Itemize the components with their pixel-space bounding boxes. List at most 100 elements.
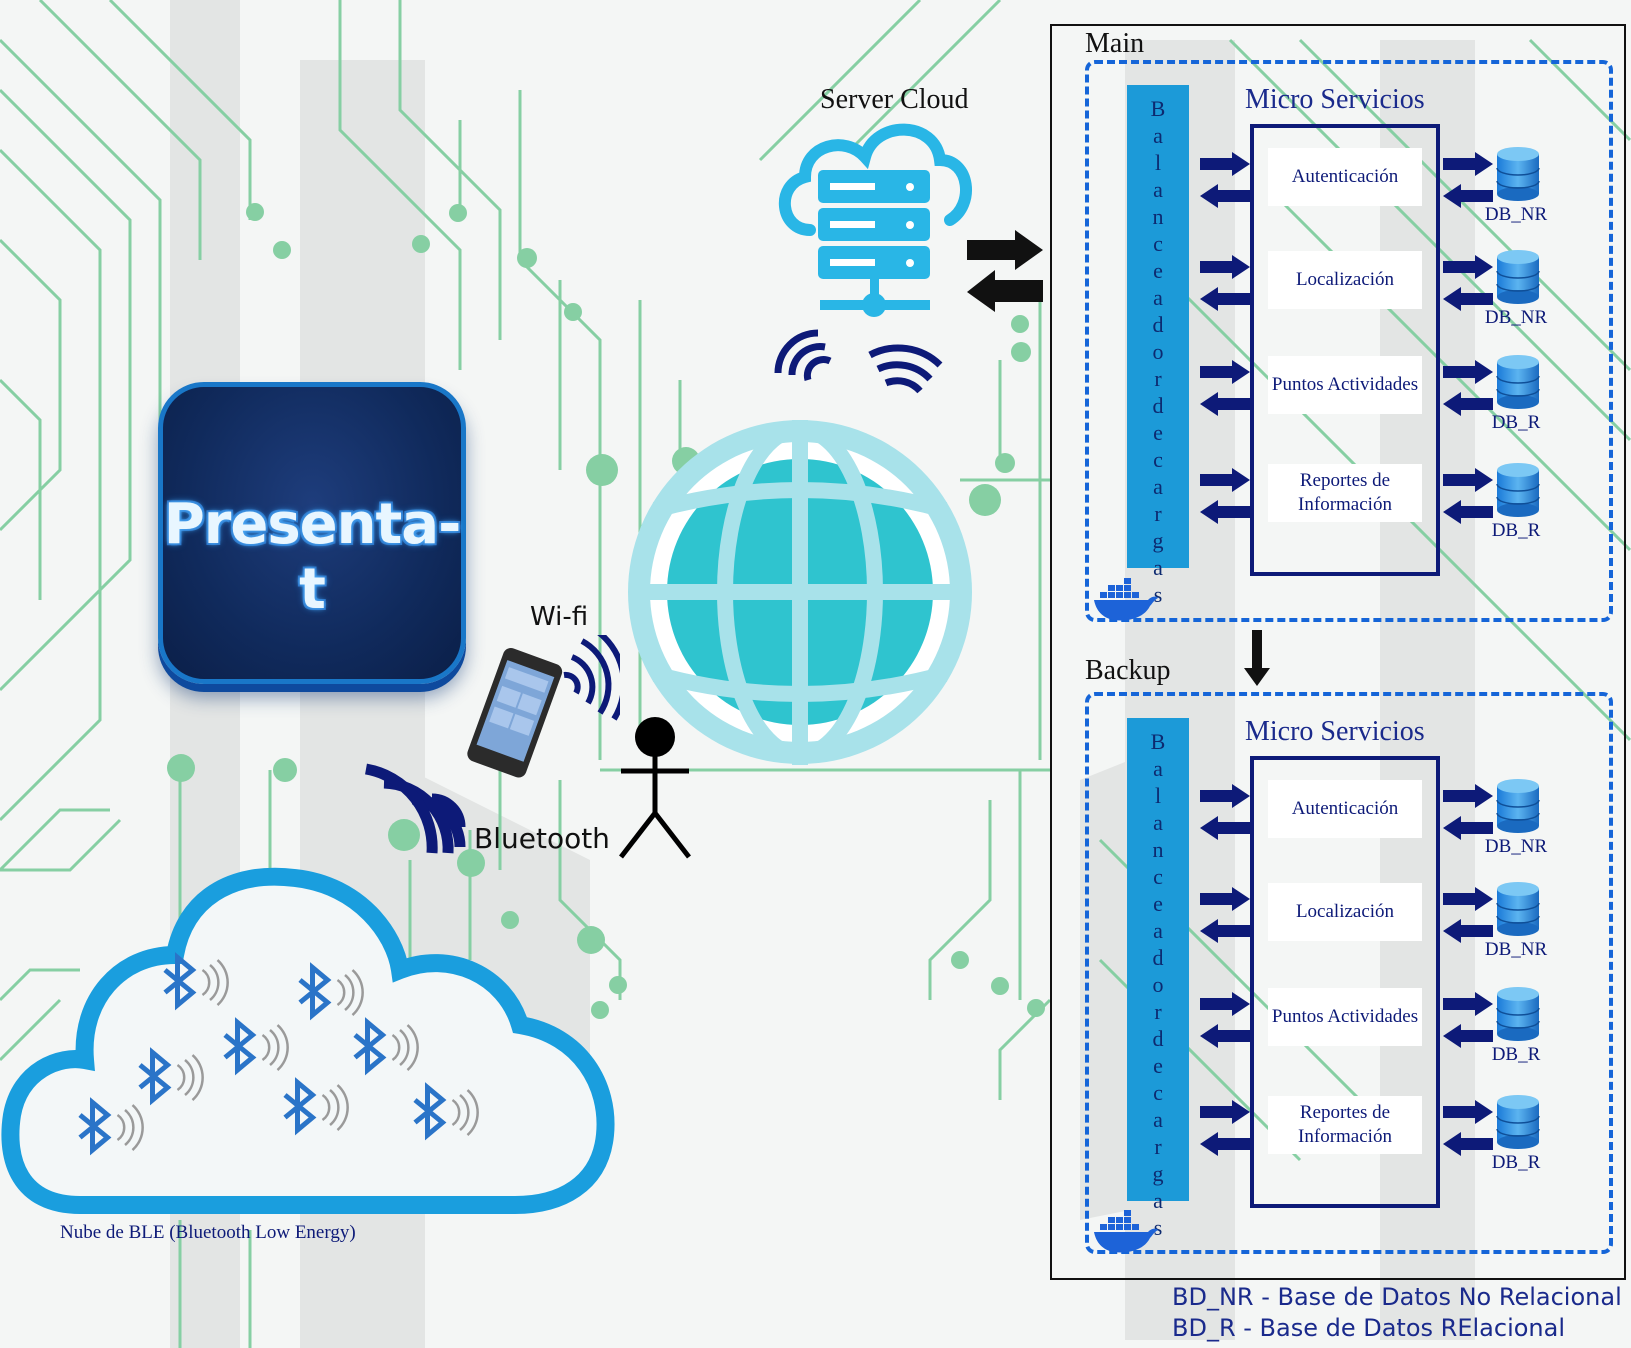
bluetooth-icon [415, 1088, 478, 1136]
load-balancer-letter: r [1154, 366, 1162, 391]
service-db-arrows [1443, 152, 1493, 208]
database-icon [1496, 147, 1540, 201]
load-balancer-letter: e [1153, 891, 1163, 916]
bluetooth-label: Bluetooth [474, 822, 610, 855]
load-balancer-letter: e [1153, 258, 1163, 283]
load-balancer-letter: n [1152, 204, 1164, 229]
load-balancer-letter: a [1153, 810, 1163, 835]
main-micro-services-title: Micro Servicios [1245, 84, 1425, 115]
database-icon [1496, 987, 1540, 1041]
load-balancer-letter: a [1153, 555, 1163, 580]
wifi-label: Wi-fi [530, 602, 589, 632]
db-label-0: DB_NR [1484, 836, 1548, 857]
legend-bd-nr: BD_NR - Base de Datos No Relacional [1172, 1283, 1622, 1311]
bluetooth-icon [140, 1053, 203, 1101]
lb-service-arrows [1200, 255, 1250, 311]
service-db-arrows [1443, 255, 1493, 311]
db-label-0: DB_NR [1484, 204, 1548, 225]
legend-bd-r: BD_R - Base de Datos RElacional [1172, 1314, 1565, 1342]
main-cluster [1085, 60, 1613, 622]
db-label-2: DB_R [1491, 412, 1541, 433]
service-db-arrows [1443, 360, 1493, 416]
load-balancer-letter: l [1154, 150, 1162, 175]
bluetooth-devices [70, 940, 490, 1180]
load-balancer-letter: r [1154, 999, 1162, 1024]
load-balancer-letter: e [1153, 1053, 1163, 1078]
cloud-server-icon [778, 123, 972, 317]
architecture-frame [1050, 24, 1626, 1280]
bluetooth-icon [285, 1083, 348, 1131]
database-icon [1496, 355, 1540, 409]
bluetooth-icon [225, 1023, 288, 1071]
main-section-label: Main [1085, 28, 1145, 59]
load-balancer-letter: o [1152, 339, 1164, 364]
smartphone-icon [467, 648, 563, 778]
service-3: Reportes de Información [1268, 1096, 1422, 1154]
load-balancer-letter: d [1152, 1026, 1164, 1051]
service-1: Localización [1268, 883, 1422, 941]
app-title: Presenta-t [163, 492, 462, 622]
load-balancer-letter: a [1153, 756, 1163, 781]
load-balancer-letter: c [1153, 1080, 1163, 1105]
server-cloud-label: Server Cloud [820, 84, 969, 115]
db-label-2: DB_R [1491, 1044, 1541, 1065]
load-balancer-letter: d [1152, 393, 1164, 418]
load-balancer-letter: a [1153, 1188, 1163, 1213]
wifi-signal-icon [774, 329, 943, 394]
load-balancer-letter: e [1153, 420, 1163, 445]
bluetooth-icon [355, 1023, 418, 1071]
database-icon [1496, 882, 1540, 936]
lb-service-arrows [1200, 468, 1250, 524]
globe-icon [628, 420, 972, 765]
load-balancer-letter: l [1154, 783, 1162, 808]
bluetooth-icon [165, 958, 228, 1006]
load-balancer-letter: a [1153, 474, 1163, 499]
person-icon [619, 717, 691, 859]
load-balancer-letter: s [1153, 582, 1163, 607]
main-micro-services-frame [1250, 124, 1440, 576]
db-label-1: DB_NR [1484, 939, 1548, 960]
main-to-backup-arrow [1244, 630, 1270, 686]
backup-micro-services-title: Micro Servicios [1245, 716, 1425, 747]
bluetooth-icon [300, 968, 363, 1016]
load-balancer-letter: g [1152, 528, 1164, 553]
service-db-arrows [1443, 468, 1493, 524]
lb-service-arrows [1200, 152, 1250, 208]
docker-icon [1094, 578, 1158, 621]
presenta-t-app-icon [158, 382, 466, 684]
service-db-arrows [1443, 992, 1493, 1048]
database-icon [1496, 1095, 1540, 1149]
lb-service-arrows [1200, 1100, 1250, 1156]
database-icon [1496, 250, 1540, 304]
load-balancer-letter: B [1150, 729, 1166, 754]
load-balancer-letter: r [1154, 501, 1162, 526]
backup-section-label: Backup [1085, 655, 1171, 686]
db-label-3: DB_R [1491, 1152, 1541, 1173]
load-balancer-letter: o [1152, 972, 1164, 997]
ble-cloud-label: Nube de BLE (Bluetooth Low Energy) [60, 1222, 356, 1243]
load-balancer-letter: g [1152, 1161, 1164, 1186]
load-balancer-letter: d [1152, 945, 1164, 970]
docker-icon [1094, 1210, 1158, 1253]
service-1: Localización [1268, 251, 1422, 309]
db-label-3: DB_R [1491, 520, 1541, 541]
wifi-arcs-icon [563, 635, 620, 721]
service-3: Reportes de Información [1268, 464, 1422, 522]
service-db-arrows [1443, 887, 1493, 943]
service-db-arrows [1443, 1100, 1493, 1156]
load-balancer-letter: B [1150, 96, 1166, 121]
load-balancer-letter: r [1154, 1134, 1162, 1159]
backup-micro-services-frame [1250, 756, 1440, 1208]
load-balancer-letter: c [1153, 864, 1163, 889]
lb-service-arrows [1200, 992, 1250, 1048]
service-2: Puntos Actividades [1268, 356, 1422, 414]
load-balancer-letter: s [1153, 1215, 1163, 1240]
service-db-arrows [1443, 784, 1493, 840]
lb-service-arrows [1200, 887, 1250, 943]
backup-cluster [1085, 692, 1613, 1254]
ble-cloud-icon [1, 867, 615, 1214]
service-2: Puntos Actividades [1268, 988, 1422, 1046]
load-balancer-letter: d [1152, 312, 1164, 337]
